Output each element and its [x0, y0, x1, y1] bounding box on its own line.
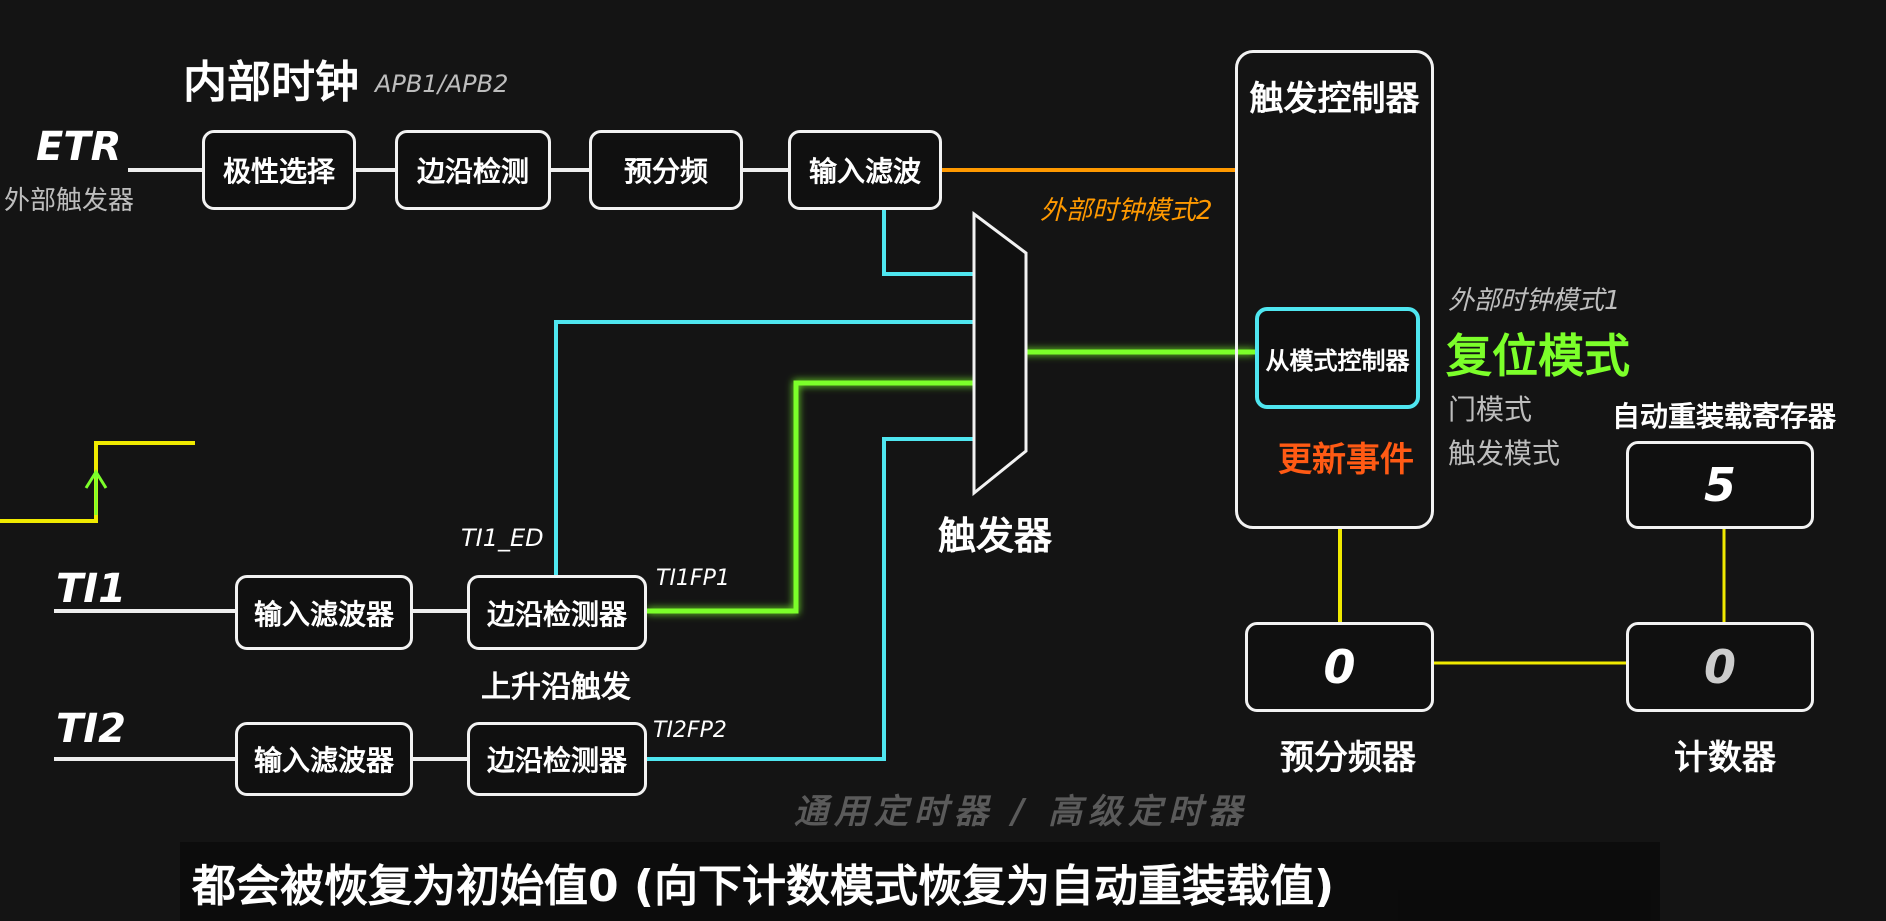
- etr-to-mux-line: [882, 210, 1001, 276]
- update-event-label: 更新事件: [1278, 440, 1414, 480]
- ti2-edge-detector: 边沿检测器: [467, 722, 647, 796]
- internal-clock-bus: APB1/APB2: [375, 70, 509, 98]
- prescaler-label: 预分频器: [1280, 738, 1416, 778]
- prescaler-value: 0: [1245, 622, 1434, 712]
- auto-reload-register-title: 自动重装载寄存器: [1612, 400, 1837, 433]
- ti1fp1-line: [647, 349, 1255, 614]
- input-filter-block: 输入滤波: [788, 130, 942, 210]
- subtitle-text: 都会被恢复为初始值0 (向下计数模式恢复为自动重装载值): [192, 861, 1335, 912]
- ti1fp1-label: TI1FP1: [656, 566, 730, 591]
- trigger-mux-label: 触发器: [938, 514, 1053, 558]
- slave-mode-controller: 从模式控制器: [1255, 307, 1420, 409]
- rising-edge-trigger-note: 上升沿触发: [481, 670, 631, 705]
- polarity-select-block: 极性选择: [202, 130, 356, 210]
- ti1-label: TI1: [56, 566, 126, 612]
- ti1ed-line: [554, 320, 1001, 575]
- mode-reset: 复位模式: [1446, 329, 1630, 383]
- mode-trigger: 触发模式: [1448, 437, 1561, 470]
- ti2-label: TI2: [56, 706, 126, 752]
- trigger-mux: [972, 211, 1028, 497]
- counter-value: 0: [1626, 622, 1814, 712]
- ti2-input-filter: 输入滤波器: [235, 722, 413, 796]
- counter-label: 计数器: [1674, 738, 1776, 778]
- internal-clock-title: 内部时钟: [183, 57, 359, 108]
- timer-type-footer: 通用定时器 / 高级定时器: [794, 792, 1249, 832]
- prescaler-block: 预分频: [589, 130, 743, 210]
- ti2fp2-label: TI2FP2: [653, 718, 727, 743]
- mode-ext-clock-1: 外部时钟模式1: [1448, 286, 1621, 316]
- ext-clock-mode2-label: 外部时钟模式2: [1040, 196, 1213, 226]
- subtitle-bar: [180, 842, 1660, 921]
- ti2fp2-line: [647, 437, 1001, 761]
- ti1-input-filter: 输入滤波器: [235, 575, 413, 650]
- trigger-controller: 触发控制器: [1235, 50, 1434, 529]
- ti1-ed-label: TI1_ED: [461, 524, 544, 552]
- auto-reload-register-value: 5: [1626, 441, 1814, 529]
- edge-detect-block: 边沿检测: [395, 130, 551, 210]
- ti1-edge-detector: 边沿检测器: [467, 575, 647, 650]
- etr-label: ETR: [36, 124, 122, 170]
- mode-gated: 门模式: [1448, 393, 1533, 426]
- etr-sublabel: 外部触发器: [4, 186, 135, 216]
